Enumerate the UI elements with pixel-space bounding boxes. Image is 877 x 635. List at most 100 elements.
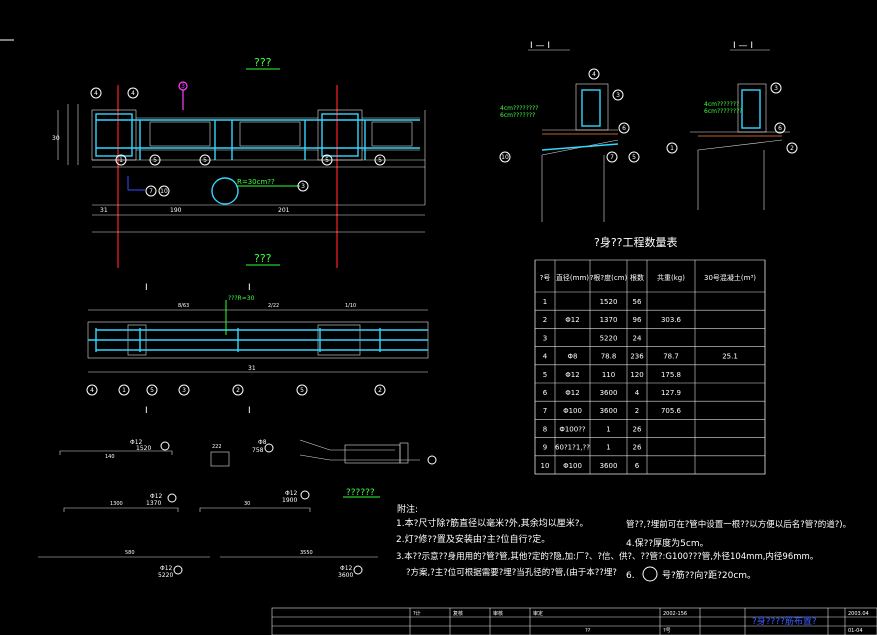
bar-c-span: 1300 — [110, 501, 123, 507]
dim-elev-c: 201 — [278, 207, 290, 214]
table-cell: 8 — [543, 425, 547, 433]
tb-approve: 审定 — [533, 610, 543, 617]
table-cell: 3600 — [600, 389, 618, 397]
svg-text:5: 5 — [203, 157, 207, 164]
bar-e-dim: Φ12 — [160, 565, 173, 572]
table-cell: 2 — [635, 407, 639, 415]
table-cell: Φ100 — [563, 462, 582, 470]
elevation-radius-label: R=30cm?? — [237, 178, 275, 186]
table-title: ?身??工程数量表 — [594, 235, 678, 249]
svg-text:3: 3 — [616, 92, 620, 99]
table-cell: 1 — [606, 444, 610, 452]
quantity-table: ?身??工程数量表 ?号直径(mm)?根?度(cm)根数共重(kg)30号混凝土… — [534, 235, 766, 475]
table-cell: 3600 — [600, 462, 618, 470]
table-cell: Φ100 — [563, 407, 582, 415]
tb-review: 审核 — [493, 610, 503, 617]
table-cell: 175.8 — [661, 371, 681, 379]
svg-text:1: 1 — [122, 387, 126, 394]
bar-f-dim: Φ12 — [340, 565, 353, 572]
tb-design: ?计 — [413, 610, 421, 617]
bar-c-dim: Φ12 — [150, 493, 163, 500]
table-cell: 6 — [543, 389, 548, 397]
tb-date: 2003.04 — [848, 611, 869, 617]
table-cell: 2 — [543, 316, 547, 324]
detail-title: ?????? — [346, 488, 375, 498]
table-cell: 236 — [630, 353, 644, 361]
table-cell: 3600 — [600, 407, 618, 415]
svg-text:4: 4 — [131, 90, 135, 97]
bar-e-len: 5220 — [158, 572, 173, 579]
table-header-3: 根数 — [630, 273, 644, 282]
bar-f-len: 3600 — [338, 572, 353, 579]
table-cell: 4 — [635, 389, 640, 397]
tb-sheet: 01-04 — [848, 628, 863, 634]
table-cell: Φ8 — [568, 353, 578, 361]
svg-text:2: 2 — [236, 387, 240, 394]
table-header-0: ?号 — [540, 274, 551, 282]
tb-name: ?? — [585, 628, 591, 634]
plan-dim-top-c: 1/10 — [345, 303, 356, 309]
table-cell: 127.9 — [661, 389, 681, 397]
dim-elev-b: 190 — [170, 207, 182, 214]
title-block: ?计 复核 审核 审定 ?? 2002-156 ?号 ?身????筋布置? 20… — [271, 607, 877, 635]
svg-text:1: 1 — [670, 145, 674, 152]
table-cell: 26 — [633, 444, 642, 452]
table-cell: 6 — [635, 462, 640, 470]
table-cell: 705.6 — [661, 407, 682, 415]
bar-f-span: 3550 — [300, 550, 313, 556]
bar-d-dim: Φ12 — [285, 490, 298, 497]
svg-text:5: 5 — [632, 154, 636, 161]
tb-num-label: ?号 — [663, 628, 671, 634]
elevation-title: ??? — [254, 56, 272, 69]
svg-text:5: 5 — [300, 387, 304, 394]
bar-g-dim: 222 — [212, 444, 222, 450]
table-cell: 303.6 — [661, 316, 682, 324]
table-cell: 60?1?1,?? — [555, 444, 590, 452]
svg-text:10: 10 — [501, 154, 509, 161]
plan-dim-top-b: 2/22 — [268, 303, 279, 309]
svg-text:5: 5 — [378, 157, 382, 164]
sec1-label-a: 4cm???????? — [500, 105, 538, 112]
note-4: 4.保??厚度为5cm。 — [626, 537, 709, 549]
bar-e-span: 580 — [125, 550, 135, 556]
table-cell: Φ12 — [565, 389, 579, 397]
svg-text:3: 3 — [182, 387, 186, 394]
svg-text:5: 5 — [325, 157, 329, 164]
table-cell: 78.8 — [601, 353, 617, 361]
table-cell: 1 — [606, 425, 610, 433]
table-cell: 96 — [633, 316, 642, 324]
table-cell: 1520 — [600, 298, 618, 306]
dim-elev-a: 31 — [100, 207, 108, 214]
note-4-pre: 管??,?埋前可在?管中设置一根??以方便以后名?管?的道?)。 — [626, 519, 851, 530]
bar-a-span: 140 — [105, 454, 115, 460]
note-2: 2.灯?修??置及安装由?主?位自行?定。 — [396, 533, 550, 545]
table-cell: 7 — [543, 407, 547, 415]
svg-text:3: 3 — [301, 183, 305, 190]
bar-details: Φ12 1520 140 222 Φ8 758 Φ12 1370 1300 Φ1… — [38, 439, 437, 579]
table-cell: 1 — [543, 298, 547, 306]
svg-text:1: 1 — [119, 157, 123, 164]
section2-title: I — I — [733, 41, 753, 51]
table-header-5: 30号混凝土(m³) — [704, 273, 756, 282]
svg-text:5: 5 — [153, 157, 157, 164]
svg-text:3: 3 — [181, 83, 185, 90]
table-cell: 5220 — [600, 334, 618, 342]
note-3b: ?方案,?主?位可根据需要?埋?当孔径的?管,(由于本??埋? — [406, 567, 617, 578]
table-header-2: ?根?度(cm) — [590, 273, 628, 282]
note-1: 1.本?尺寸除?筋直径以毫米?外,其余均以厘米?。 — [396, 517, 589, 529]
svg-text:6: 6 — [778, 125, 782, 132]
table-cell: Φ100?? — [559, 425, 586, 433]
svg-text:5: 5 — [150, 387, 154, 394]
table-cell: 3 — [543, 334, 547, 342]
table-cell: 24 — [633, 334, 642, 342]
table-cell: 56 — [633, 298, 642, 306]
table-cell: 78.7 — [663, 353, 679, 361]
table-cell: 26 — [633, 425, 642, 433]
table-cell: 25.1 — [722, 353, 738, 361]
bar-b-dim: Φ8 — [258, 439, 267, 446]
svg-text:2: 2 — [378, 387, 382, 394]
sec2-label-a: 4cm??????? — [704, 101, 739, 108]
notes-block: 附注: 1.本?尺寸除?筋直径以毫米?外,其余均以厘米?。 2.灯?修??置及安… — [396, 503, 851, 582]
